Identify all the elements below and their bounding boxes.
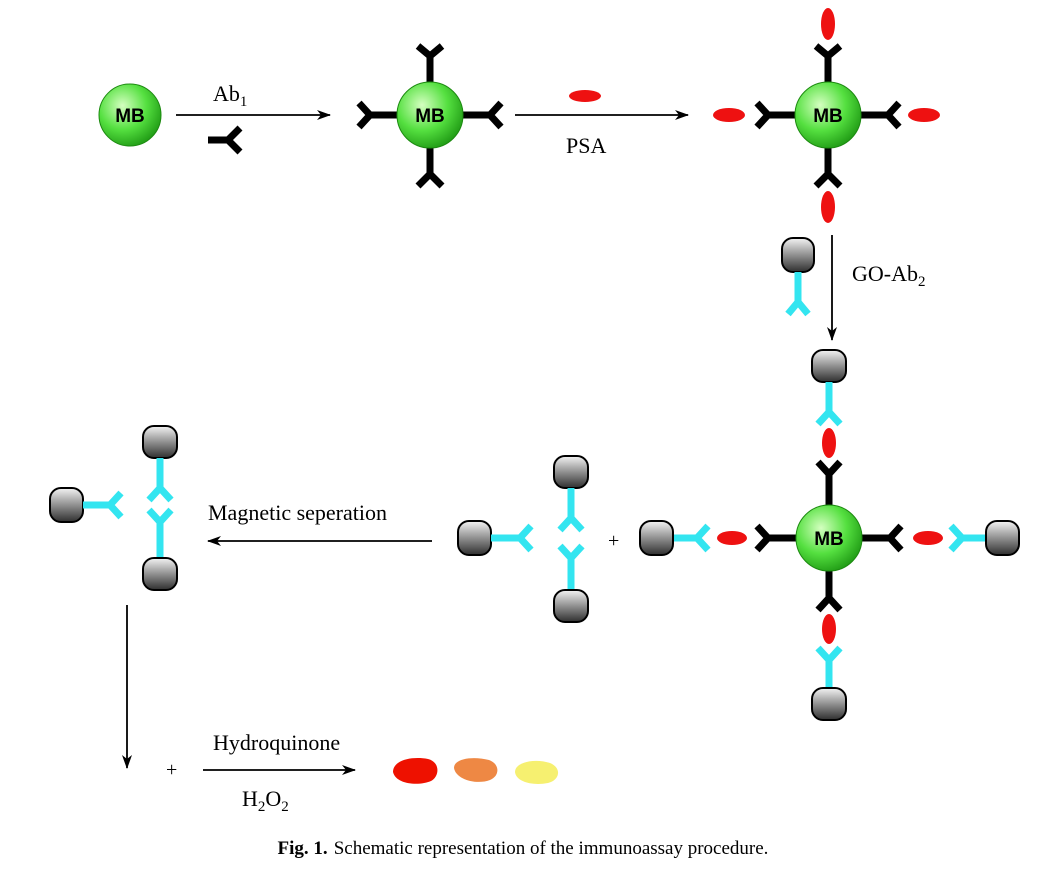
- step5-label-top: Hydroquinone: [213, 730, 340, 755]
- step4-label: Magnetic seperation: [208, 500, 387, 525]
- go-ab2-free: [781, 237, 815, 317]
- bead-ab1-psa-complex: MB: [713, 8, 940, 223]
- svg-text:MB: MB: [415, 106, 445, 127]
- sandwich-complex: MB: [639, 349, 1020, 721]
- svg-text:MB: MB: [115, 106, 145, 127]
- antibody1-free: [208, 125, 243, 155]
- figure-caption: Fig. 1.Schematic representation of the i…: [0, 838, 1046, 860]
- bead-ab1-complex: MB: [356, 43, 504, 189]
- step2-label: PSA: [566, 133, 606, 158]
- caption-label: Fig. 1.: [277, 838, 328, 859]
- magnetic-bead-bare: MB: [98, 83, 162, 147]
- plus-sign-bottom: +: [166, 759, 177, 781]
- separated-go-ab2-cluster-left: [49, 425, 178, 591]
- caption-text: Schematic representation of the immunoas…: [333, 838, 769, 859]
- product-yellow-blob: [515, 760, 559, 784]
- svg-text:MB: MB: [813, 106, 843, 127]
- step3-label: GO-Ab2: [852, 261, 926, 290]
- product-orange-blob: [454, 758, 498, 782]
- step5-label-bottom: H2O2: [242, 786, 289, 815]
- product-red-blob: [393, 758, 438, 784]
- plus-sign-middle: +: [608, 530, 619, 552]
- unbound-go-ab2-cluster-middle: [457, 455, 589, 623]
- svg-text:MB: MB: [814, 529, 844, 550]
- psa-antigen-free: [569, 90, 601, 102]
- step1-label: Ab1: [213, 81, 247, 110]
